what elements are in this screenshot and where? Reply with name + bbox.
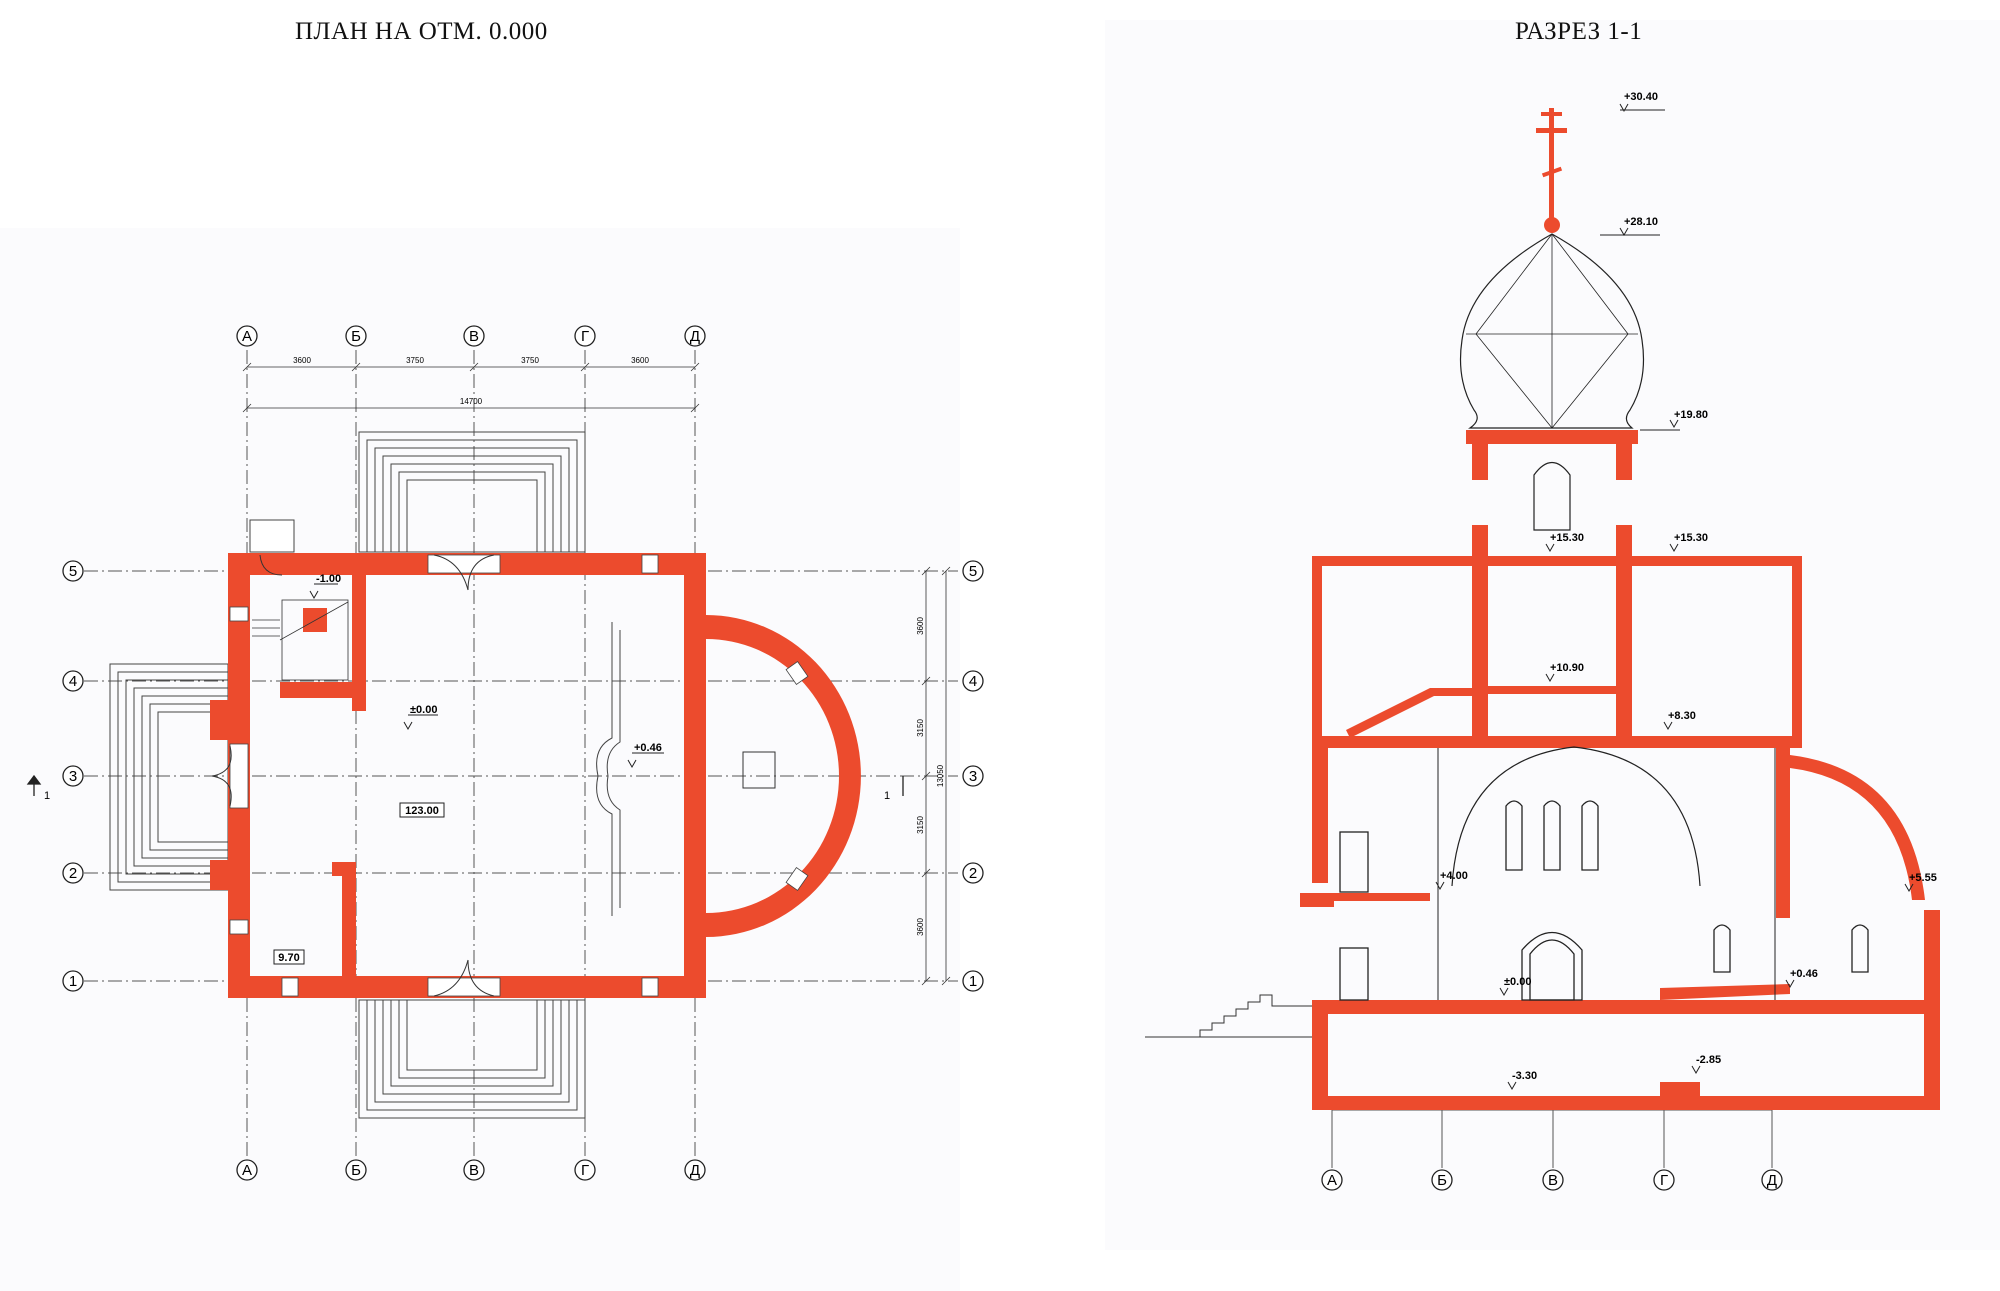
plan-axis-v-top: В — [469, 328, 479, 345]
plan-axis-3-left: 3 — [69, 768, 77, 785]
plan-axis-bubbles-left — [62, 560, 84, 992]
plan-axis-d-bottom: Д — [690, 1162, 700, 1179]
plan-axis-bubbles-bottom — [236, 1159, 706, 1181]
plan-axis-4-right: 4 — [969, 673, 977, 690]
plan-apse-wall — [706, 615, 861, 937]
plan-porch-north — [358, 431, 586, 553]
plan-dimensions-right — [921, 566, 951, 986]
plan-level-marks — [309, 583, 664, 769]
section-onion-dome — [1459, 233, 1645, 429]
plan-axis-g-bottom: Г — [581, 1162, 589, 1179]
plan-axis-a-bottom: А — [242, 1162, 252, 1179]
section-walls — [1300, 108, 1940, 1110]
plan-dimensions-top — [242, 362, 700, 413]
plan-dim-right-total: 13050 — [936, 764, 945, 787]
plan-section-mark-left: 1 — [44, 790, 50, 802]
section-level-basement-2: -2.85 — [1696, 1054, 1721, 1066]
plan-dim-right-3: 3150 — [916, 816, 925, 834]
plan-porch-south — [358, 999, 586, 1119]
plan-dim-right-4: 3600 — [916, 918, 925, 936]
plan-dim-right-2: 3150 — [916, 719, 925, 737]
plan-level-floor: ±0.00 — [410, 704, 437, 716]
plan-axis-d-top: Д — [690, 328, 700, 345]
plan-altar — [742, 751, 776, 789]
plan-dim-top-3: 3750 — [521, 356, 539, 365]
section-level-dome-base: +19.80 — [1674, 409, 1708, 421]
plan-axis-b-bottom: Б — [351, 1162, 361, 1179]
section-level-eave: +8.30 — [1668, 710, 1696, 722]
plan-dim-right-1: 3600 — [916, 617, 925, 635]
plan-dim-total: 14700 — [460, 397, 483, 406]
plan-axis-5-right: 5 — [969, 563, 977, 580]
section-axis-v: В — [1548, 1172, 1558, 1189]
plan-axis-b-top: Б — [351, 328, 361, 345]
section-windows — [1339, 800, 1869, 1001]
section-axis-g: Г — [1660, 1172, 1668, 1189]
plan-axis-2-left: 2 — [69, 865, 77, 882]
plan-axis-bubbles-right — [962, 560, 984, 992]
section-drum-window — [1533, 461, 1571, 531]
plan-level-solea: +0.46 — [634, 742, 662, 754]
section-main-vault — [1451, 746, 1701, 887]
section-level-floor: ±0.00 — [1504, 976, 1531, 988]
plan-panel-background — [0, 228, 960, 1291]
section-level-ball: +28.10 — [1624, 216, 1658, 228]
plan-axis-1-left: 1 — [69, 973, 77, 990]
plan-level-stair: -1.00 — [316, 573, 341, 585]
plan-porch-west — [109, 663, 229, 891]
section-axis-d: Д — [1767, 1172, 1777, 1189]
plan-iconostasis — [596, 622, 621, 916]
plan-title: ПЛАН НА ОТМ. 0.000 — [295, 18, 548, 45]
plan-area-box-main — [399, 802, 445, 818]
section-axis-bubbles — [1321, 1169, 1783, 1191]
plan-axis-5-left: 5 — [69, 563, 77, 580]
plan-grid-horizontal — [84, 570, 958, 982]
section-level-mid: +10.90 — [1550, 662, 1584, 674]
plan-axis-3-right: 3 — [969, 768, 977, 785]
section-axis-b: Б — [1437, 1172, 1447, 1189]
section-title: РАЗРЕЗ 1-1 — [1515, 18, 1643, 45]
plan-section-cut-marks — [26, 774, 904, 796]
section-level-solea: +0.46 — [1790, 968, 1818, 980]
plan-axis-bubbles-top — [236, 325, 706, 347]
floor-plan-drawing: 3600 3750 3750 3600 14700 3600 3150 3150… — [26, 325, 984, 1181]
section-level-basement: -3.30 — [1512, 1070, 1537, 1082]
section-level-cross-top: +30.40 — [1624, 91, 1658, 103]
section-level-marks — [1435, 103, 1914, 1091]
section-axis-a: А — [1327, 1172, 1337, 1189]
plan-axis-a-top: А — [242, 328, 252, 345]
plan-area-main: 123.00 — [405, 805, 439, 817]
plan-dim-top-4: 3600 — [631, 356, 649, 365]
plan-area-box-small — [273, 949, 305, 965]
plan-dim-top-2: 3750 — [406, 356, 424, 365]
plan-dim-top-1: 3600 — [293, 356, 311, 365]
section-level-drum: +15.30 — [1550, 532, 1584, 544]
plan-section-mark-right: 1 — [884, 790, 890, 802]
section-ground — [1145, 994, 1315, 1038]
plan-vestibule-frame — [249, 519, 295, 553]
plan-doors — [211, 554, 495, 997]
plan-axis-2-right: 2 — [969, 865, 977, 882]
plan-axis-v-bottom: В — [469, 1162, 479, 1179]
plan-axis-4-left: 4 — [69, 673, 77, 690]
plan-area-small: 9.70 — [278, 952, 299, 964]
section-level-roof: +15.30 — [1674, 532, 1708, 544]
section-drawing: 3600 3750 3750 3600 — [1145, 91, 1940, 1191]
section-level-choir: +4.00 — [1440, 870, 1468, 882]
section-level-apse: +5.55 — [1909, 872, 1937, 884]
plan-axis-1-right: 1 — [969, 973, 977, 990]
plan-inner-stair — [252, 599, 349, 681]
plan-axis-g-top: Г — [581, 328, 589, 345]
